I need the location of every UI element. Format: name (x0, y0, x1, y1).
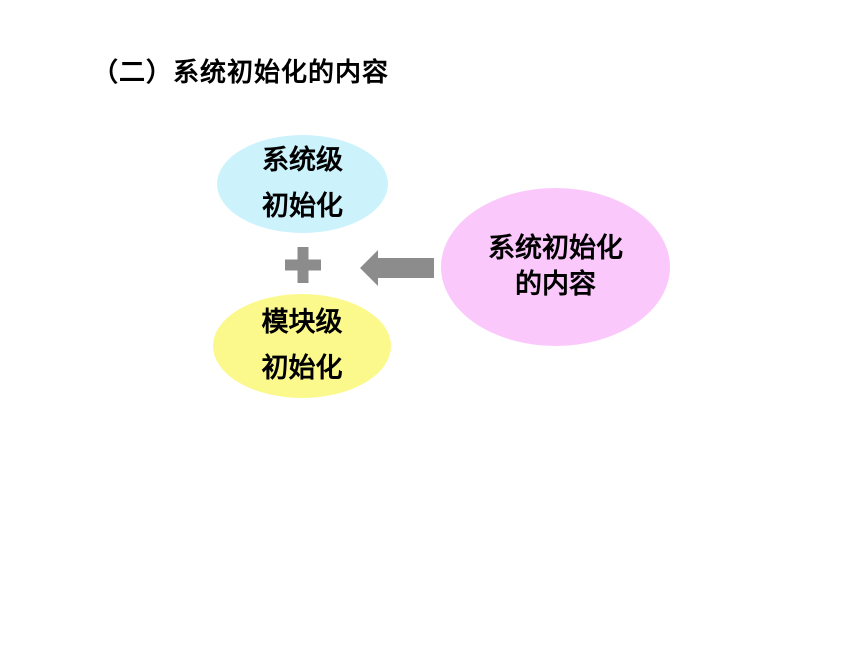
left-arrow-icon (360, 250, 434, 286)
page-title: （二）系统初始化的内容 (92, 58, 390, 88)
module-level-line1: 模块级 (261, 307, 343, 338)
system-level-init-node: 系统级 初始化 (217, 135, 388, 233)
system-level-line2: 初始化 (262, 191, 343, 222)
content-line1: 系统初始化 (488, 233, 623, 264)
system-init-content-node: 系统初始化 的内容 (441, 188, 670, 346)
content-line2: 的内容 (515, 269, 596, 300)
plus-icon (285, 247, 321, 283)
arrow-shape (360, 250, 434, 286)
module-level-line2: 初始化 (261, 353, 343, 384)
plus-horizontal-bar (285, 259, 321, 271)
system-level-line1: 系统级 (262, 145, 343, 176)
module-level-init-node: 模块级 初始化 (213, 294, 391, 398)
